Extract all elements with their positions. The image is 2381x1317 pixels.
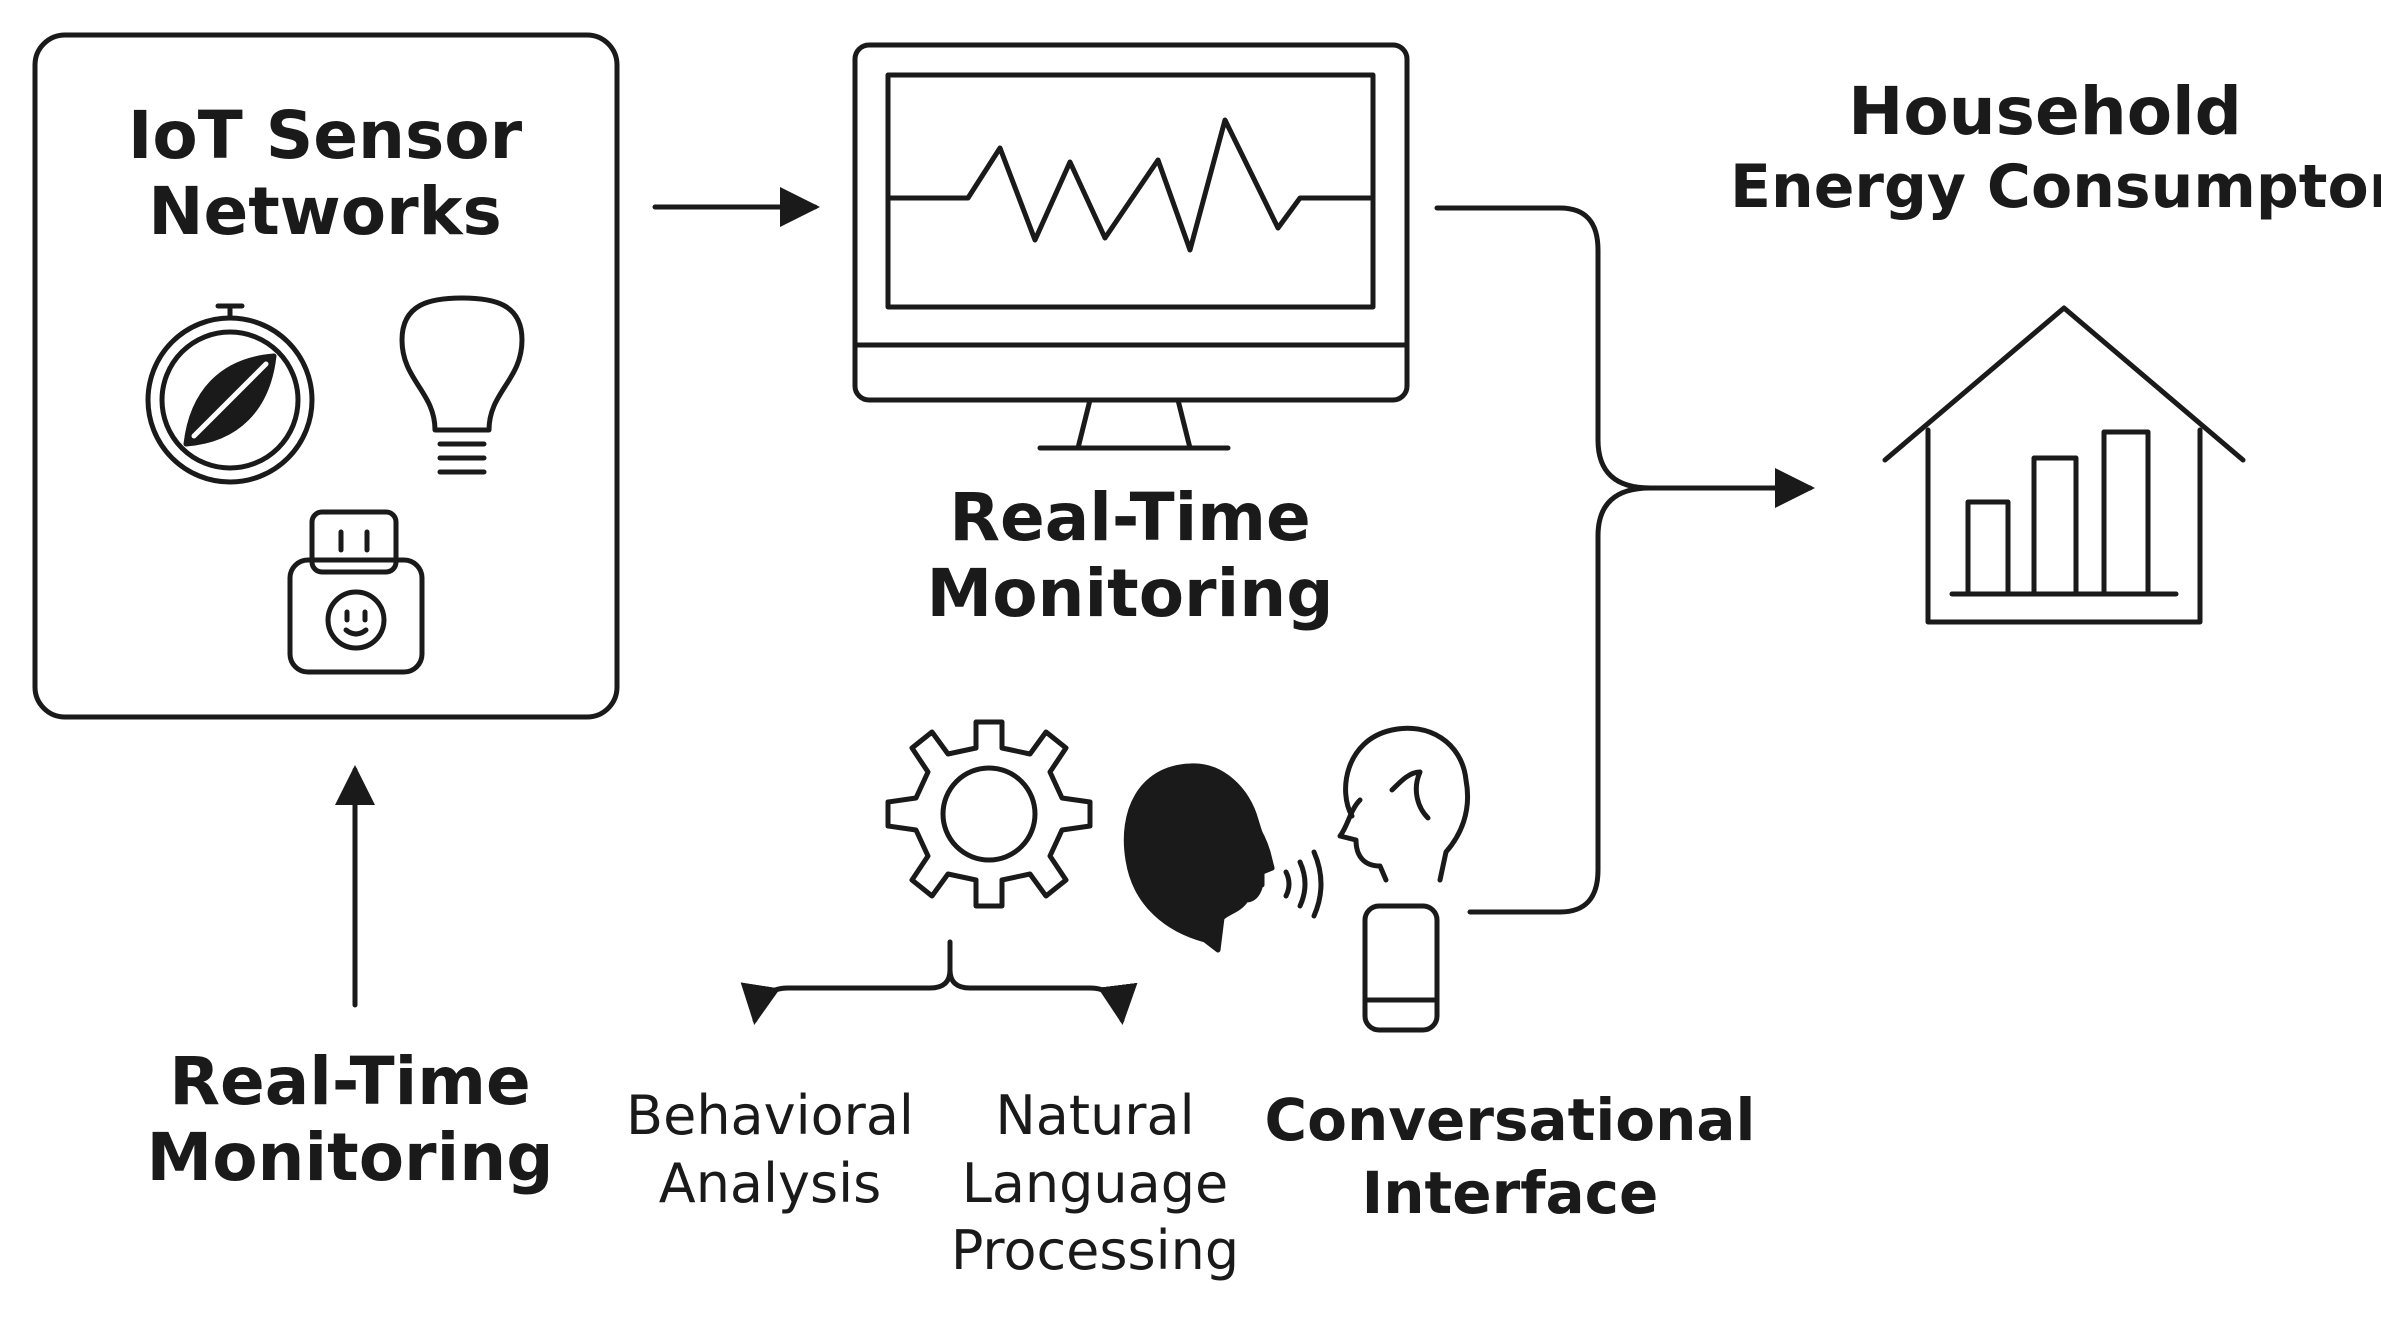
nlp-label-line1: Natural xyxy=(995,1084,1195,1147)
woman-speaking-icon xyxy=(1123,763,1324,953)
bottom-left-label-line1: Real-Time xyxy=(169,1043,531,1120)
iot-title-line2: Networks xyxy=(148,172,502,250)
light-bulb-icon xyxy=(399,295,525,475)
gear-icon xyxy=(885,719,1093,909)
man-icon xyxy=(1337,725,1471,883)
monitor-icon xyxy=(852,42,1410,451)
nlp-label: Natural Language Processing xyxy=(930,1082,1260,1285)
behavioral-label-line2: Analysis xyxy=(658,1151,882,1215)
bottom-left-monitoring-label: Real-Time Monitoring xyxy=(110,1044,590,1196)
monitor-label-line1: Real-Time xyxy=(949,479,1311,556)
household-title: Household Energy Consumpton xyxy=(1730,72,2381,223)
bottom-left-label-line2: Monitoring xyxy=(146,1118,554,1196)
behavioral-label-line1: Behavioral xyxy=(626,1084,914,1147)
iot-sensor-networks-title: IoT Sensor Networks xyxy=(100,98,550,250)
household-title-line1: Household xyxy=(1848,73,2242,150)
smart-plug-icon xyxy=(287,509,425,675)
conversational-interface-label: Conversational Interface xyxy=(1240,1084,1780,1229)
nlp-label-line3: Processing xyxy=(950,1219,1240,1282)
conversational-label-line2: Interface xyxy=(1361,1158,1659,1227)
gear-branch-connector xyxy=(740,939,1138,1025)
conversational-label-line1: Conversational xyxy=(1264,1086,1756,1154)
iot-sensor-box xyxy=(32,32,620,720)
monitor-label: Real-Time Monitoring xyxy=(900,480,1360,632)
household-title-line2: Energy Consumpton xyxy=(1730,152,2381,223)
sensor-dial-icon xyxy=(145,303,315,485)
monitor-label-line2: Monitoring xyxy=(926,554,1334,632)
iot-title-line1: IoT Sensor xyxy=(127,97,523,174)
behavioral-analysis-label: Behavioral Analysis xyxy=(600,1082,940,1217)
merge-connector xyxy=(1434,205,1815,915)
house-chart-icon xyxy=(1882,305,2246,625)
nlp-label-line2: Language xyxy=(961,1151,1229,1215)
waveform-line xyxy=(887,117,1373,253)
phone-icon xyxy=(1362,903,1440,1033)
